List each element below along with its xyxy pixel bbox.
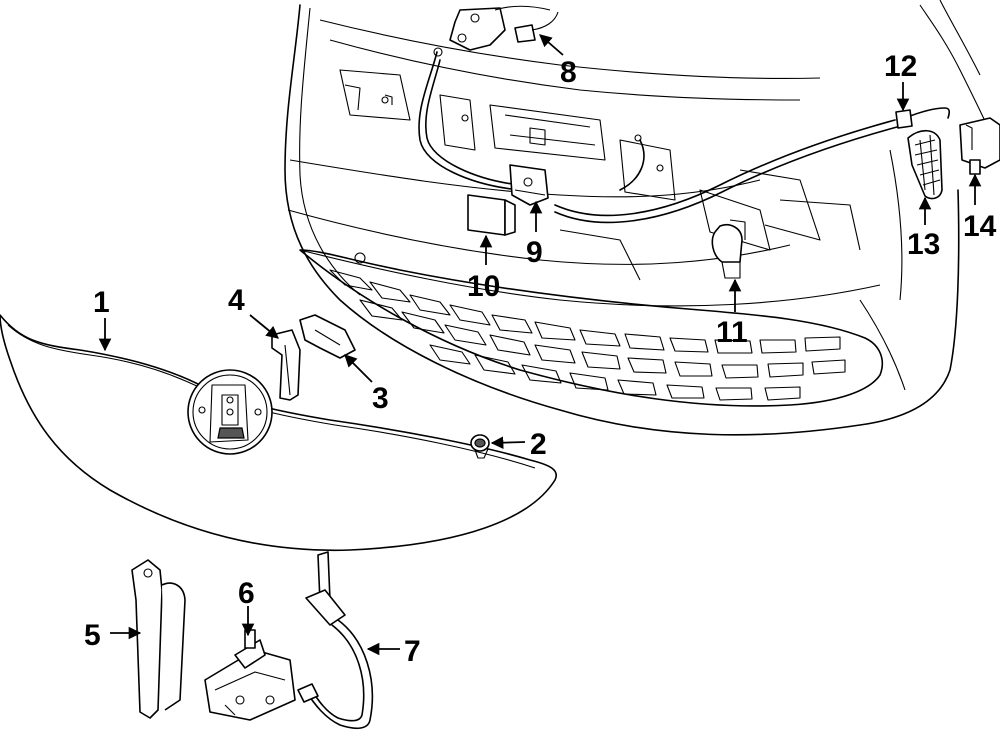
part-12-cable-clip xyxy=(895,109,913,129)
callout-8: 8 xyxy=(560,56,577,89)
leader-8 xyxy=(539,34,564,56)
lower-grille-mesh xyxy=(299,249,884,407)
callout-3: 3 xyxy=(372,382,389,415)
part-2-clip xyxy=(470,434,490,459)
part-8-hood-latch-release xyxy=(449,5,559,51)
part-6-latch xyxy=(204,629,296,721)
bumper-fascia-outline xyxy=(284,0,999,436)
callout-11: 11 xyxy=(716,316,748,349)
callout-12: 12 xyxy=(884,50,917,83)
callout-9: 9 xyxy=(526,236,543,269)
leader-3 xyxy=(344,354,373,383)
callout-2: 2 xyxy=(530,428,547,461)
part-5-trim-strip xyxy=(131,559,186,719)
leader-2 xyxy=(490,436,526,449)
hood-release-cables xyxy=(418,47,951,224)
part-7-prop-rod xyxy=(297,551,374,730)
callout-6: 6 xyxy=(238,577,255,610)
callout-5: 5 xyxy=(84,619,101,652)
leader-4 xyxy=(249,314,279,339)
callout-13: 13 xyxy=(907,228,940,261)
leader-lines xyxy=(98,34,982,656)
part-9-hood-latch xyxy=(509,164,549,206)
part-1-upper-grille xyxy=(0,314,557,552)
part-11-bracket xyxy=(711,219,746,279)
callout-7: 7 xyxy=(404,635,421,668)
radiator-support-structure xyxy=(339,69,861,281)
part-14-sensor xyxy=(959,117,1000,175)
callout-10: 10 xyxy=(467,270,500,303)
callout-14: 14 xyxy=(963,210,997,243)
callout-1: 1 xyxy=(93,286,110,319)
part-4-bracket xyxy=(271,329,301,401)
part-3-bracket xyxy=(299,314,356,359)
part-10-module xyxy=(467,194,516,236)
part-13-grille-insert xyxy=(907,129,943,200)
callout-4: 4 xyxy=(228,284,245,317)
callout-labels: 1 2 3 4 5 6 7 8 9 10 11 12 13 14 xyxy=(84,50,997,668)
